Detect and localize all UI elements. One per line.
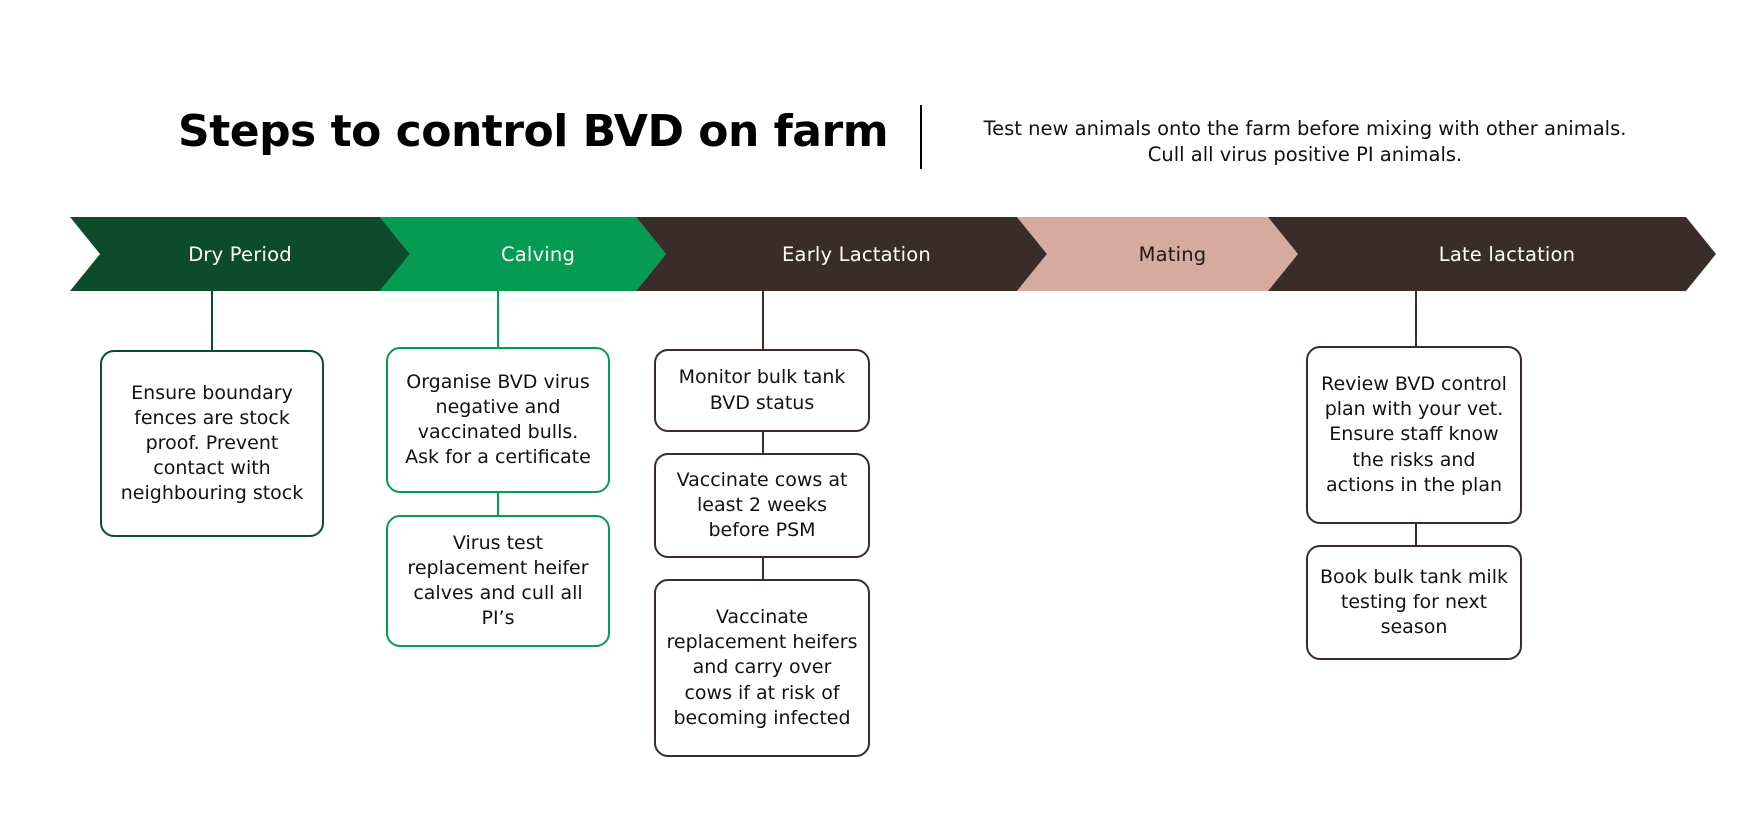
stage-mating[interactable]: Mating [1047,217,1298,291]
chevron-shape-dry-period [70,217,410,291]
card-text: Vaccinate replacement heifers and carry … [666,606,858,729]
card-early-lactation-2[interactable]: Vaccinate cows at least 2 weeks before P… [654,453,870,558]
connector-early-lactation-2-3 [762,558,764,580]
card-text: Organise BVD virus negative and vaccinat… [405,370,591,469]
chevron-shape-early-lactation [636,217,1047,291]
subtitle-line-2: Cull all virus positive PI animals. [1147,143,1463,167]
connector-early-lactation-1-2 [762,432,764,454]
card-calving-1[interactable]: Organise BVD virus negative and vaccinat… [386,347,610,493]
card-early-lactation-3[interactable]: Vaccinate replacement heifers and carry … [654,579,870,757]
stage-calving[interactable]: Calving [410,217,666,291]
stage-label-dry-period: Dry Period [188,242,292,266]
header: Steps to control BVD on farm Test new an… [0,0,1754,190]
card-late-lactation-2[interactable]: Book bulk tank milk testing for next sea… [1306,545,1522,660]
connector-late-lactation-trunk [1415,291,1417,347]
card-calving-2[interactable]: Virus test replacement heifer calves and… [386,515,610,647]
subtitle-line-1: Test new animals onto the farm before mi… [983,117,1627,140]
card-early-lactation-1[interactable]: Monitor bulk tank BVD status [654,349,870,432]
connector-dry-period-trunk [211,291,213,352]
chevron-shape-mating [1017,217,1298,291]
stage-label-mating: Mating [1138,242,1207,266]
chevron-shape-late-lactation [1268,217,1716,291]
connector-early-lactation-trunk [762,291,764,350]
stage-dry-period[interactable]: Dry Period [70,217,410,291]
card-dry-period-1[interactable]: Ensure boundary fences are stock proof. … [100,350,324,537]
card-text: Ensure boundary fences are stock proof. … [120,381,304,505]
header-subtitle: Test new animals onto the farm before mi… [955,116,1655,169]
card-text: Vaccinate cows at least 2 weeks before P… [676,468,848,542]
chevron-shapes [70,217,1716,291]
page-title: Steps to control BVD on farm [178,106,889,157]
card-text: Monitor bulk tank BVD status [678,366,846,414]
connector-calving-1-2 [497,493,499,516]
stage-late-lactation[interactable]: Late lactation [1298,217,1716,291]
header-divider [920,105,922,169]
stage-label-calving: Calving [500,242,576,266]
chevron-shape-calving [380,217,666,291]
stage-early-lactation[interactable]: Early Lactation [666,217,1047,291]
card-text: Book bulk tank milk testing for next sea… [1320,565,1508,639]
connector-late-lactation-1-2 [1415,524,1417,546]
stage-label-early-lactation: Early Lactation [782,242,931,266]
connector-calving-trunk [497,291,499,348]
card-text: Virus test replacement heifer calves and… [407,531,589,630]
card-text: Review BVD control plan with your vet. E… [1321,373,1507,496]
card-late-lactation-1[interactable]: Review BVD control plan with your vet. E… [1306,346,1522,524]
stage-timeline-banner: Dry Period Calving Early Lactation Matin… [70,217,1716,291]
stage-label-late-lactation: Late lactation [1438,242,1576,266]
